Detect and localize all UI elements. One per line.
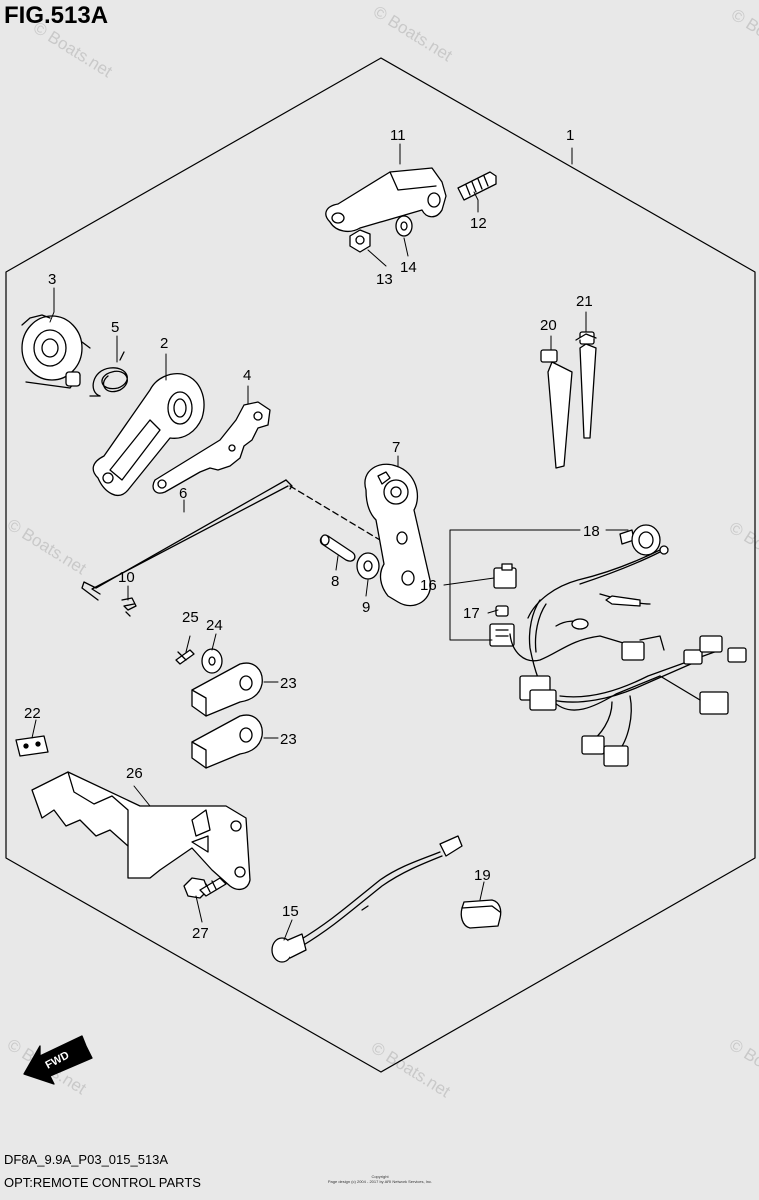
callout-27: 27	[192, 925, 209, 942]
figure-title: FIG.513A	[4, 2, 109, 29]
part-20-cable-tie	[540, 349, 573, 469]
callout-13: 13	[376, 271, 393, 288]
callout-21: 21	[576, 293, 593, 310]
callout-23a: 23	[280, 675, 297, 692]
callout-11: 11	[390, 127, 406, 144]
part-17-connector	[489, 605, 515, 647]
callout-17: 17	[463, 605, 480, 622]
part-15-switch-cable	[271, 835, 463, 963]
callout-labels: 1 2 3 4 5 6 7 8 9 10 11 12 13 14 15 16 1…	[24, 127, 600, 1072]
assembly-outline	[5, 57, 756, 1073]
part-2-lever-arm	[92, 372, 205, 496]
callout-16: 16	[420, 577, 437, 594]
callout-6: 6	[179, 485, 187, 502]
copyright-heading: Copyright	[371, 1174, 389, 1179]
part-11-bracket	[325, 167, 447, 233]
wiring-harness	[509, 545, 747, 767]
callout-10: 10	[118, 569, 135, 586]
callout-2: 2	[160, 335, 168, 352]
part-23-lever-block	[191, 662, 263, 717]
callout-7: 7	[392, 439, 400, 456]
part-13-nut	[349, 229, 371, 253]
part-18-grommet	[619, 524, 661, 556]
part-24-washer	[201, 648, 223, 674]
callout-19: 19	[474, 867, 491, 884]
callout-18: 18	[583, 523, 600, 540]
callout-5: 5	[111, 319, 119, 336]
model-code: DF8A_9.9A_P03_015_513A	[4, 1152, 169, 1167]
part-26-bracket-plate	[31, 771, 251, 891]
callout-24: 24	[206, 617, 223, 634]
leader-lines	[31, 143, 629, 941]
part-8-pin	[319, 534, 356, 562]
part-4-stopper-plate	[152, 401, 271, 494]
callout-12: 12	[470, 215, 487, 232]
callout-23b: 23	[280, 731, 297, 748]
part-12-bolt	[457, 171, 497, 201]
part-7-shift-arm	[364, 463, 432, 607]
part-14-washer	[395, 215, 413, 237]
callout-1: 1	[566, 127, 574, 144]
fwd-arrow	[23, 1035, 93, 1085]
callout-4: 4	[243, 367, 251, 384]
part-16-connector	[493, 563, 517, 589]
part-27-bolt	[183, 877, 227, 899]
callout-22: 22	[24, 705, 41, 722]
part-10-clip	[121, 597, 137, 617]
part-6-rod	[81, 479, 381, 601]
part-25-screw	[175, 649, 195, 665]
callout-20: 20	[540, 317, 557, 334]
callout-26: 26	[126, 765, 143, 782]
part-19-cap	[460, 899, 502, 929]
callout-3: 3	[48, 271, 56, 288]
part-22-pad	[15, 735, 49, 757]
figure-caption: OPT:REMOTE CONTROL PARTS	[4, 1175, 201, 1190]
callout-9: 9	[362, 599, 370, 616]
part-23-lever-block	[191, 714, 263, 769]
callout-14: 14	[400, 259, 417, 276]
callout-8: 8	[331, 573, 339, 590]
part-21-cable-tie	[575, 331, 597, 439]
part-9-washer	[356, 552, 380, 580]
part-3-cam-bracket	[21, 314, 91, 389]
callout-25: 25	[182, 609, 199, 626]
callout-15: 15	[282, 903, 299, 920]
copyright-text: Page design (c) 2004 - 2017 by ARI Netwo…	[327, 1179, 433, 1184]
part-5-spring	[89, 351, 128, 397]
copyright-notice: Copyright Page design (c) 2004 - 2017 by…	[320, 1174, 440, 1184]
